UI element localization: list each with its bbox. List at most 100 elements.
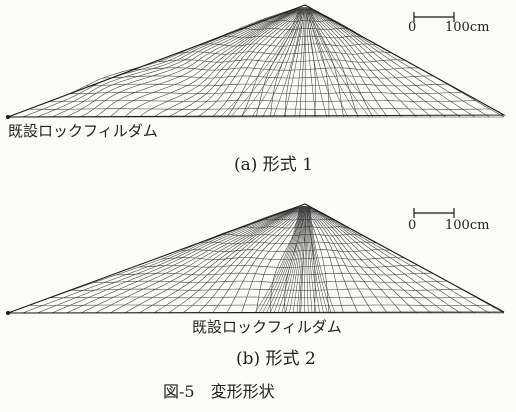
mesh-column-line bbox=[80, 8, 299, 118]
mesh-column-line bbox=[310, 207, 475, 314]
scale-bar-b bbox=[413, 208, 455, 218]
mesh-fan-line bbox=[285, 205, 305, 314]
mesh-column-line bbox=[168, 8, 302, 118]
mesh-column-line bbox=[306, 207, 359, 314]
mesh-fan-line bbox=[306, 205, 309, 314]
scale-zero-label-b: 0 bbox=[408, 218, 417, 233]
mesh-column-line bbox=[308, 8, 417, 118]
mesh-column-line bbox=[255, 207, 305, 314]
mesh-fan-line bbox=[241, 6, 302, 118]
mesh-column-line bbox=[307, 207, 373, 314]
mesh-column-line bbox=[226, 207, 304, 314]
mesh-fan-line bbox=[308, 205, 328, 314]
dam-outline bbox=[7, 4, 507, 118]
mesh-fan-line bbox=[292, 205, 306, 314]
existing-rockfill-dam-label-a: 既設ロックフィルダム bbox=[8, 122, 158, 140]
mesh-column-line bbox=[310, 207, 490, 314]
scale-length-label-b: 100cm bbox=[445, 218, 490, 233]
mesh-column-line bbox=[308, 7, 432, 118]
mesh-column-line bbox=[197, 8, 303, 118]
mesh-layer-line bbox=[29, 108, 490, 110]
mesh-fan-line bbox=[273, 205, 303, 314]
mesh-fan-line bbox=[266, 205, 302, 314]
mesh-layer-line bbox=[85, 83, 448, 87]
mesh-column-line bbox=[66, 8, 298, 118]
panel-a-caption: (a) 形式 1 bbox=[234, 155, 314, 175]
mesh-fan-line bbox=[307, 6, 338, 118]
mesh-column-line bbox=[241, 207, 304, 314]
mesh-layer-line bbox=[199, 241, 377, 245]
mesh-column-line bbox=[226, 8, 304, 118]
mesh-column-line bbox=[109, 207, 300, 314]
mesh-fan-line bbox=[307, 205, 321, 314]
panel-b-deformed-mesh bbox=[6, 203, 505, 315]
mesh-column-line bbox=[22, 8, 297, 118]
scale-zero-label-a: 0 bbox=[408, 20, 417, 35]
mesh-column-line bbox=[309, 206, 446, 314]
mesh-fan-line bbox=[306, 6, 327, 118]
mesh-column-line bbox=[306, 8, 359, 118]
mesh-column-line bbox=[212, 8, 303, 118]
mesh-column-line bbox=[51, 8, 298, 118]
mesh-fan-line bbox=[269, 205, 303, 314]
mesh-fan-line bbox=[309, 6, 381, 118]
mesh-fan-line bbox=[262, 6, 303, 118]
mesh-column-line bbox=[51, 207, 298, 314]
mesh-column-line bbox=[197, 207, 303, 314]
mesh-column-line bbox=[109, 8, 300, 118]
mesh-column-line bbox=[306, 207, 344, 314]
panel-b-caption: (b) 形式 2 bbox=[236, 349, 316, 369]
mesh-fan-line bbox=[308, 6, 359, 118]
mesh-fan-line bbox=[258, 205, 301, 314]
mesh-fan-line bbox=[305, 6, 317, 118]
mesh-fan-line bbox=[294, 6, 305, 118]
mesh-column-line bbox=[308, 206, 417, 314]
mesh-column-line bbox=[153, 206, 301, 314]
mesh-fan-line bbox=[304, 205, 307, 314]
mesh-fan-line bbox=[254, 205, 301, 314]
mesh-column-line bbox=[309, 206, 432, 314]
existing-rockfill-dam-label-b: 既設ロックフィルダム bbox=[192, 318, 342, 336]
mesh-column-line bbox=[139, 8, 301, 118]
toe-marker bbox=[6, 311, 10, 315]
dam-outline bbox=[7, 203, 505, 314]
mesh-fan-line bbox=[289, 205, 305, 314]
mesh-layer-line bbox=[158, 59, 405, 63]
mesh-column-line bbox=[168, 206, 302, 314]
mesh-fan-line bbox=[300, 205, 306, 314]
mesh-fan-line bbox=[296, 205, 306, 314]
mesh-column-line bbox=[270, 207, 305, 313]
mesh-column-line bbox=[309, 8, 461, 118]
mesh-fan-line bbox=[306, 205, 313, 314]
mesh-column-line bbox=[124, 8, 300, 118]
mesh-layer-line bbox=[50, 100, 476, 102]
mesh-fan-line bbox=[230, 6, 301, 118]
mesh-fan-line bbox=[309, 205, 332, 314]
mesh-fan-line bbox=[277, 205, 304, 314]
mesh-column-line bbox=[307, 8, 388, 118]
mesh-column-line bbox=[124, 206, 300, 314]
mesh-column-line bbox=[95, 207, 299, 314]
mesh-column-line bbox=[37, 207, 297, 314]
mesh-column-line bbox=[306, 8, 344, 118]
mesh-fan-line bbox=[251, 6, 303, 118]
scale-bar-a bbox=[413, 12, 455, 22]
mesh-fan-line bbox=[273, 6, 304, 118]
mesh-column-line bbox=[309, 206, 461, 314]
mesh-column-line bbox=[139, 206, 301, 314]
figure-caption: 図-5 変形形状 bbox=[163, 382, 275, 401]
mesh-fan-line bbox=[283, 6, 305, 118]
mesh-fan-line bbox=[219, 6, 301, 118]
mesh-column-line bbox=[305, 207, 330, 314]
mesh-column-line bbox=[299, 8, 306, 118]
mesh-column-line bbox=[182, 8, 302, 118]
mesh-fan-line bbox=[309, 6, 370, 118]
mesh-column-line bbox=[211, 207, 303, 314]
mesh-column-line bbox=[308, 8, 403, 118]
mesh-column-line bbox=[95, 8, 299, 118]
toe-marker bbox=[6, 115, 10, 119]
mesh-column-line bbox=[66, 207, 298, 314]
mesh-column-line bbox=[80, 207, 299, 314]
mesh-column-line bbox=[308, 207, 403, 314]
